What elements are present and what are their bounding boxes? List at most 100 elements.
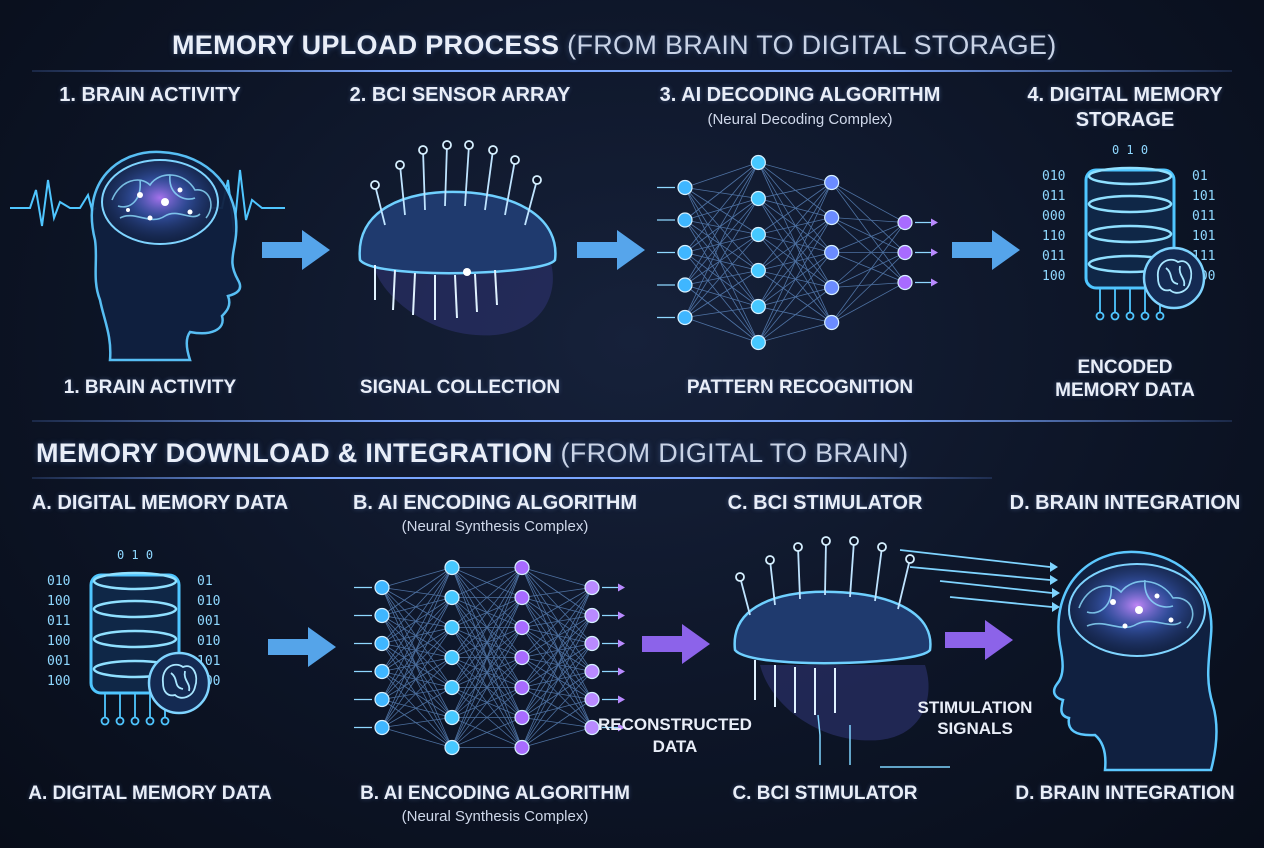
step4-heading-line2: STORAGE [1075, 109, 1175, 131]
network-node [374, 579, 390, 596]
network-node [750, 298, 766, 315]
step2-caption: SIGNAL COLLECTION [359, 377, 561, 398]
network-node [584, 579, 600, 596]
step4-caption-line2: MEMORY DATA [1055, 380, 1195, 401]
network-node [444, 559, 460, 576]
network-node [750, 190, 766, 207]
step4-caption-line1: ENCODED [1077, 357, 1173, 378]
brain-integration-illustration [1052, 550, 1218, 772]
binary-right: 01 [197, 574, 213, 589]
network-node [584, 635, 600, 652]
binary-left: 010 [1042, 169, 1065, 184]
network-node [750, 154, 766, 171]
binary-left: 100 [47, 674, 70, 689]
binary-left: 100 [47, 594, 70, 609]
sensor-brain-base [375, 260, 553, 336]
stimulation-signal-lines [899, 549, 1060, 612]
arrow-2-icon [577, 230, 645, 270]
network-node [514, 559, 530, 576]
brain-badge-icon [1142, 246, 1206, 310]
arrow-b-icon [642, 624, 710, 664]
brain-activity-illustration [10, 150, 285, 362]
stepB-note: (Neural Synthesis Complex) [401, 518, 589, 535]
arrow-1-icon [262, 230, 330, 270]
step1-caption: 1. BRAIN ACTIVITY [63, 377, 237, 398]
network-node [444, 649, 460, 666]
binary-left: 110 [1042, 229, 1065, 244]
stepB-caption-note: (Neural Synthesis Complex) [401, 808, 589, 825]
network-node [824, 314, 840, 331]
step3-heading: 3. AI DECODING ALGORITHM [659, 84, 941, 106]
arrow-c-icon [945, 620, 1013, 660]
step1-heading: 1. BRAIN ACTIVITY [59, 84, 241, 106]
binary-left: 100 [47, 634, 70, 649]
encoding-network-illustration [354, 559, 625, 756]
binary-right: 010 [197, 634, 220, 649]
stepD-heading: D. BRAIN INTEGRATION [1009, 492, 1241, 514]
stimulator-input-lines [817, 714, 950, 768]
upload-title-sub: (FROM BRAIN TO DIGITAL STORAGE) [567, 30, 1057, 60]
binary-left: 001 [47, 654, 70, 669]
network-node [514, 589, 530, 606]
stepC-caption: C. BCI STIMULATOR [732, 783, 918, 804]
download-divider [32, 477, 992, 479]
upload-title-main: MEMORY UPLOAD PROCESS [172, 30, 560, 60]
binary-right: 101 [1192, 189, 1215, 204]
network-io-lines [657, 186, 938, 319]
network-node [444, 679, 460, 696]
download-title-sub: (FROM DIGITAL TO BRAIN) [560, 438, 909, 468]
step2-heading: 2. BCI SENSOR ARRAY [349, 84, 571, 106]
network-edges [381, 567, 593, 748]
stepB-caption: B. AI ENCODING ALGORITHM [360, 783, 630, 804]
network-node [374, 635, 390, 652]
stepD-caption: D. BRAIN INTEGRATION [1015, 783, 1235, 804]
network-node [677, 179, 693, 196]
step3-note: (Neural Decoding Complex) [707, 111, 893, 128]
brain-glow [101, 159, 219, 245]
download-title-main: MEMORY DOWNLOAD & INTEGRATION [36, 438, 553, 468]
network-node [677, 309, 693, 326]
sensor-pins [374, 265, 498, 320]
network-node [824, 244, 840, 261]
network-node [444, 739, 460, 756]
network-node [750, 226, 766, 243]
network-node [677, 212, 693, 228]
sensor-node [463, 268, 471, 276]
network-node [824, 174, 840, 191]
digital-memory-data-illustration: 0 1 001010001110000110001010001010101100 [47, 548, 220, 726]
network-node [374, 719, 390, 736]
network-edges [684, 162, 906, 343]
sensor-cap [358, 190, 557, 275]
network-node [444, 589, 460, 606]
download-title: MEMORY DOWNLOAD & INTEGRATION (FROM DIGI… [36, 438, 908, 469]
binary-right: 010 [197, 594, 220, 609]
stepB-heading: B. AI ENCODING ALGORITHM [352, 492, 638, 514]
network-node [824, 279, 840, 296]
network-node [374, 607, 390, 624]
reconstructed-label-line1: RECONSTRUCTED [598, 715, 752, 734]
network-node [677, 244, 693, 261]
binary-right: 101 [1192, 229, 1215, 244]
brain-badge-icon [147, 651, 211, 715]
network-node [750, 262, 766, 279]
brain-folds [111, 174, 212, 221]
binary-right: 011 [1192, 209, 1215, 224]
stimulator-cap [733, 590, 932, 665]
stimulation-label-line1: STIMULATION [917, 698, 1033, 717]
reconstructed-label-line2: DATA [652, 737, 698, 756]
decoding-network-illustration [657, 154, 938, 351]
binary-top: 0 1 0 [1112, 143, 1148, 157]
upload-title: MEMORY UPLOAD PROCESS (FROM BRAIN TO DIG… [172, 30, 1057, 61]
network-node [584, 607, 600, 624]
network-node [897, 214, 913, 231]
network-io-lines [354, 583, 625, 732]
brain-nodes [126, 187, 193, 221]
binary-left: 011 [1042, 249, 1065, 264]
bci-sensor-array-illustration [358, 140, 557, 336]
binary-left: 000 [1042, 209, 1065, 224]
step4-heading-line1: 4. DIGITAL MEMORY [1027, 84, 1223, 106]
sensor-tips [370, 140, 542, 190]
arrow-3-icon [952, 230, 1020, 270]
binary-left: 011 [1042, 189, 1065, 204]
network-node [514, 739, 530, 756]
